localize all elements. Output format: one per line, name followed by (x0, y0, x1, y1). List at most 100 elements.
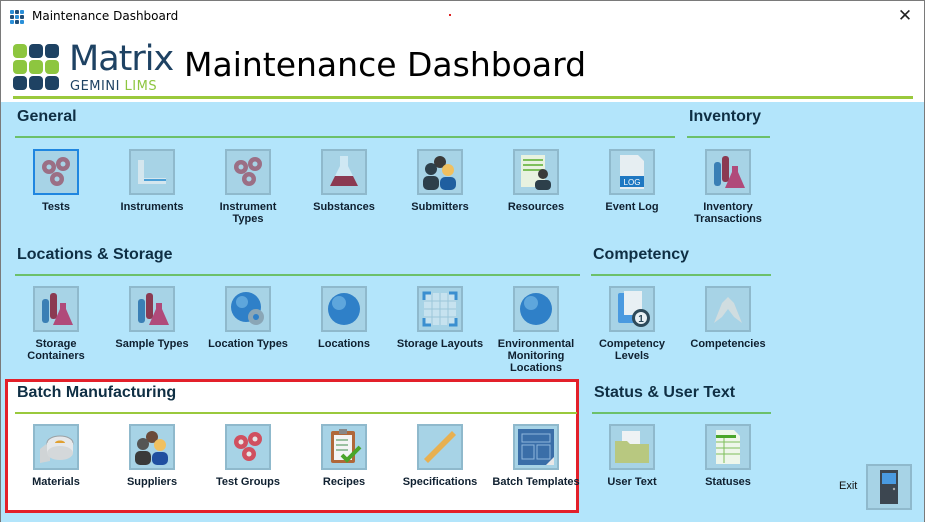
door-icon (866, 464, 912, 510)
section-divider (15, 412, 577, 414)
tile-instruments[interactable]: Instruments (107, 149, 197, 213)
tile-label: Recipes (322, 476, 366, 488)
window-title: Maintenance Dashboard (32, 9, 179, 23)
tile-locations[interactable]: Locations (299, 286, 389, 350)
matrix-logo: Matrix GEMINI LIMS (13, 39, 174, 94)
handshake-icon (705, 286, 751, 332)
tile-user-text[interactable]: User Text (587, 424, 677, 488)
header-divider (13, 96, 913, 99)
blueprint-icon (513, 424, 559, 470)
tile-label: Instrument Types (219, 201, 277, 225)
ruler-icon (417, 424, 463, 470)
logo-text: Matrix (69, 39, 174, 79)
tile-label: Storage Layouts (396, 338, 484, 350)
app-icon (10, 10, 24, 24)
tile-substances[interactable]: Substances (299, 149, 389, 213)
tile-materials[interactable]: Materials (11, 424, 101, 488)
test-tubes-icon (33, 286, 79, 332)
folder-icon (609, 424, 655, 470)
tile-label: Suppliers (126, 476, 178, 488)
section-title: Locations & Storage (17, 246, 173, 263)
header: Matrix GEMINI LIMS Maintenance Dashboard (1, 32, 924, 102)
people-icon (129, 424, 175, 470)
tile-test-groups[interactable]: Test Groups (203, 424, 293, 488)
flask-icon (321, 149, 367, 195)
tile-label: User Text (607, 476, 657, 488)
svg-text:1: 1 (638, 314, 644, 325)
resource-person-icon (513, 149, 559, 195)
tile-label: Locations (318, 338, 370, 350)
tile-competencies[interactable]: Competencies (683, 286, 773, 350)
section-title: Status & User Text (594, 384, 736, 401)
section-title: Competency (593, 246, 690, 263)
tile-competency-levels[interactable]: 1 Competency Levels (587, 286, 677, 362)
test-tubes-icon (705, 149, 751, 195)
section-divider (591, 274, 771, 276)
tile-label: Test Groups (216, 476, 280, 488)
log-file-icon: LOG (609, 149, 655, 195)
folder-level-icon: 1 (609, 286, 655, 332)
tile-recipes[interactable]: Recipes (299, 424, 389, 488)
title-bar: Maintenance Dashboard ✕ (1, 1, 924, 32)
tile-label: Storage Containers (27, 338, 85, 362)
test-tubes-icon (129, 286, 175, 332)
tile-tests[interactable]: Tests (11, 149, 101, 213)
tile-label: Event Log (605, 201, 659, 213)
exit-button[interactable]: Exit (839, 464, 914, 510)
marker-dot (449, 14, 451, 16)
logo-subtext: GEMINI LIMS (70, 79, 158, 94)
tile-label: Inventory Transactions (694, 201, 762, 225)
instrument-icon (129, 149, 175, 195)
tile-storage-layouts[interactable]: Storage Layouts (395, 286, 485, 350)
globe-icon (321, 286, 367, 332)
tile-label: Environmental Monitoring Locations (497, 338, 575, 374)
gears-icon (225, 424, 271, 470)
section-divider (15, 274, 580, 276)
tile-event-log[interactable]: LOG Event Log (587, 149, 677, 213)
tile-label: Resources (507, 201, 565, 213)
section-title: Batch Manufacturing (17, 384, 177, 401)
tile-sample-types[interactable]: Sample Types (107, 286, 197, 350)
section-divider (687, 136, 770, 138)
tile-statuses[interactable]: Statuses (683, 424, 773, 488)
section-title: General (17, 108, 77, 125)
grid-layout-icon (417, 286, 463, 332)
page-title: Maintenance Dashboard (184, 45, 587, 84)
clipboard-check-icon (321, 424, 367, 470)
tile-suppliers[interactable]: Suppliers (107, 424, 197, 488)
gears-icon (33, 149, 79, 195)
tile-label: Competency Levels (598, 338, 666, 362)
tile-inventory-transactions[interactable]: Inventory Transactions (683, 149, 773, 225)
tile-resources[interactable]: Resources (491, 149, 581, 213)
tile-submitters[interactable]: Submitters (395, 149, 485, 213)
close-button[interactable]: ✕ (897, 6, 913, 26)
section-divider (592, 412, 771, 414)
tile-batch-templates[interactable]: Batch Templates (491, 424, 581, 488)
section-title: Inventory (689, 108, 762, 125)
globe-gear-icon (225, 286, 271, 332)
tile-instrument-types[interactable]: Instrument Types (203, 149, 293, 225)
tile-label: Submitters (411, 201, 469, 213)
tile-label: Statuses (705, 476, 751, 488)
gears-icon (225, 149, 271, 195)
batch-highlight-box (5, 379, 579, 513)
tile-label: Substances (313, 201, 375, 213)
spreadsheet-icon (705, 424, 751, 470)
tile-label: Specifications (402, 476, 478, 488)
logo-squares-icon (13, 44, 61, 90)
tile-storage-containers[interactable]: Storage Containers (11, 286, 101, 362)
globe-icon (513, 286, 559, 332)
tile-location-types[interactable]: Location Types (203, 286, 293, 350)
section-divider (15, 136, 675, 138)
tile-label: Instruments (120, 201, 184, 213)
tile-label: Batch Templates (492, 476, 580, 488)
tile-label: Tests (42, 201, 70, 213)
tile-environmental-monitoring-locations[interactable]: Environmental Monitoring Locations (491, 286, 581, 374)
svg-text:LOG: LOG (624, 178, 641, 187)
tile-label: Sample Types (115, 338, 189, 350)
tile-specifications[interactable]: Specifications (395, 424, 485, 488)
exit-label: Exit (839, 480, 858, 492)
tile-label: Materials (32, 476, 80, 488)
tile-label: Location Types (208, 338, 288, 350)
